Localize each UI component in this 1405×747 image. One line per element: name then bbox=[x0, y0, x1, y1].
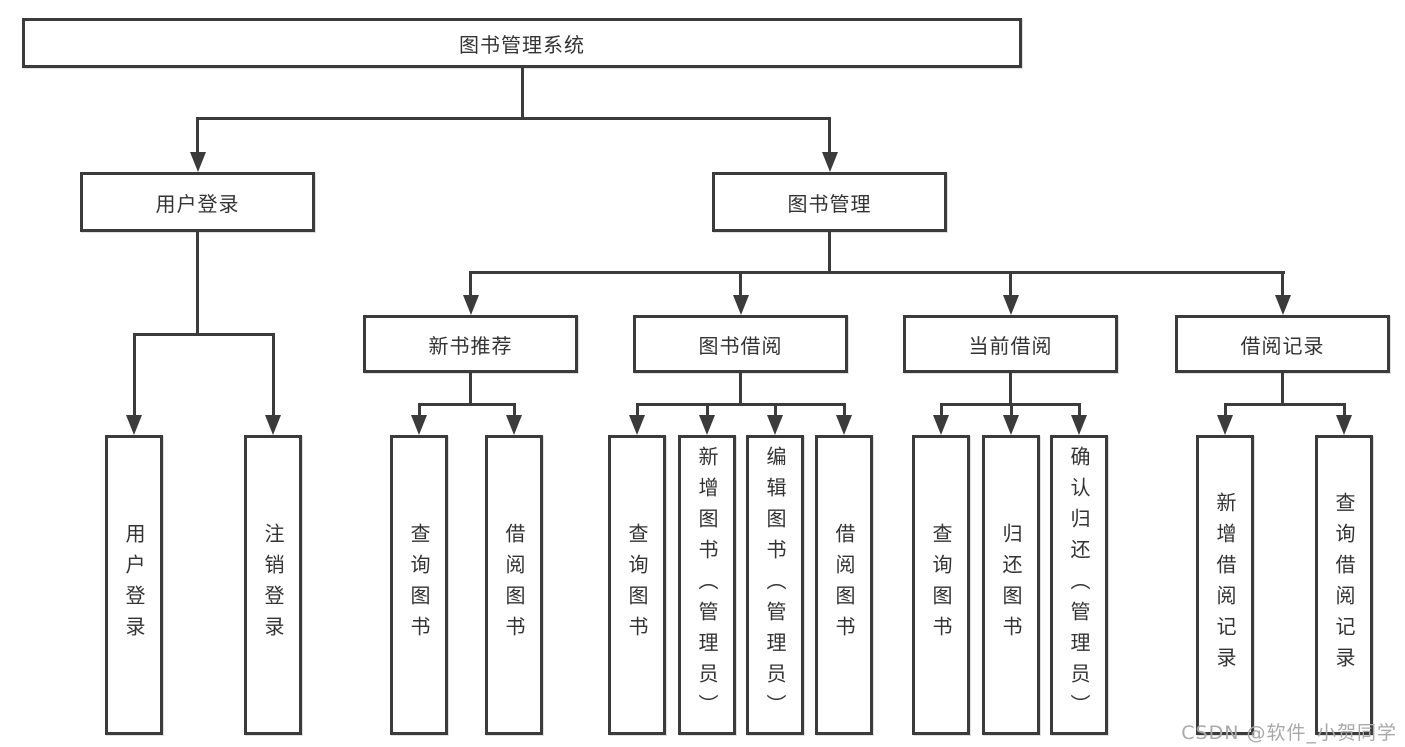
leaf-return-books: 归还图书 bbox=[982, 435, 1040, 735]
leaf-rec-borrow-books: 借阅图书 bbox=[485, 435, 543, 735]
leaf-rec-borrow-books-label: 借阅图书 bbox=[502, 523, 526, 647]
arrow-g1-leaf-2 bbox=[506, 415, 522, 435]
arrow-g2-leaf-3 bbox=[767, 415, 783, 435]
leaf-rec-query-books: 查询图书 bbox=[390, 435, 448, 735]
arrow-g3-leaf-1 bbox=[933, 415, 949, 435]
node-book-mgmt-label: 图书管理 bbox=[787, 191, 872, 216]
arrow-g4-leaf-1 bbox=[1217, 415, 1233, 435]
leaf-user-login: 用户登录 bbox=[105, 435, 163, 735]
connector-root-stem bbox=[520, 68, 524, 119]
connector-book-mgmt-drop bbox=[828, 117, 831, 155]
arrow-to-current-borrow bbox=[1002, 295, 1019, 315]
connector-g4-drop-2 bbox=[1342, 403, 1346, 417]
leaf-logout-label: 注销登录 bbox=[261, 523, 285, 647]
arrow-g3-leaf-2 bbox=[1003, 415, 1019, 435]
connector-g3-drop-2 bbox=[1009, 403, 1013, 417]
connector-current-borrow-drop bbox=[1009, 271, 1012, 298]
connector-borrow-records-drop bbox=[1281, 271, 1284, 298]
leaf-query-borrow-record-label: 查询借阅记录 bbox=[1332, 492, 1356, 678]
connector-g2-drop-2 bbox=[705, 403, 709, 417]
connector-user-login-hline bbox=[132, 333, 275, 336]
leaf-rec-query-books-label: 查询图书 bbox=[407, 523, 431, 647]
node-new-book-rec: 新书推荐 bbox=[363, 315, 578, 373]
node-current-borrow: 当前借阅 bbox=[903, 315, 1118, 373]
leaf-add-borrow-record: 新增借阅记录 bbox=[1196, 435, 1254, 735]
arrow-g4-leaf-2 bbox=[1336, 415, 1352, 435]
leaf-borrow-query-books: 查询图书 bbox=[608, 435, 666, 735]
connector-level1-hline bbox=[196, 117, 831, 120]
connector-g1-hline bbox=[417, 403, 516, 406]
leaf-user-login-label: 用户登录 bbox=[122, 523, 146, 647]
node-root-library-system: 图书管理系统 bbox=[22, 18, 1022, 68]
connector-g2-drop-1 bbox=[635, 403, 639, 417]
leaf-query-borrow-record: 查询借阅记录 bbox=[1315, 435, 1373, 735]
connector-book-mgmt-stem bbox=[828, 232, 831, 274]
node-new-book-rec-label: 新书推荐 bbox=[428, 333, 513, 358]
node-book-borrow-label: 图书借阅 bbox=[698, 333, 783, 358]
leaf-edit-books-admin-label: 编辑图书（管理员） bbox=[763, 445, 787, 725]
connector-book-borrow-drop bbox=[739, 271, 742, 298]
node-borrow-records-label: 借阅记录 bbox=[1240, 333, 1325, 358]
leaf-borrow-query-books-label: 查询图书 bbox=[625, 523, 649, 647]
connector-g1-stem bbox=[469, 373, 472, 406]
leaf-current-query-books: 查询图书 bbox=[912, 435, 970, 735]
arrow-g2-leaf-4 bbox=[836, 415, 852, 435]
connector-g2-hline bbox=[635, 403, 846, 406]
connector-g4-drop-1 bbox=[1223, 403, 1227, 417]
leaf-borrow-books: 借阅图书 bbox=[815, 435, 873, 735]
arrow-to-new-book bbox=[462, 295, 479, 315]
leaf-current-query-books-label: 查询图书 bbox=[929, 523, 953, 647]
leaf-add-borrow-record-label: 新增借阅记录 bbox=[1213, 492, 1237, 678]
csdn-watermark: CSDN @软件_小贺同学 bbox=[1181, 722, 1397, 744]
connector-new-book-drop bbox=[469, 271, 472, 298]
node-user-login: 用户登录 bbox=[80, 172, 315, 232]
node-current-borrow-label: 当前借阅 bbox=[968, 333, 1053, 358]
node-book-borrow: 图书借阅 bbox=[633, 315, 848, 373]
arrow-g2-leaf-1 bbox=[629, 415, 645, 435]
connector-leaf-login-drop bbox=[132, 333, 136, 417]
arrow-to-borrow-records bbox=[1274, 295, 1291, 315]
node-root-label: 图书管理系统 bbox=[459, 32, 585, 57]
leaf-confirm-return-admin-label: 确认归还（管理员） bbox=[1067, 445, 1091, 725]
leaf-add-books-admin-label: 新增图书（管理员） bbox=[695, 445, 719, 725]
leaf-logout: 注销登录 bbox=[244, 435, 302, 735]
arrow-g2-leaf-2 bbox=[699, 415, 715, 435]
connector-user-login-stem bbox=[196, 232, 199, 336]
connector-level3-hline bbox=[469, 271, 1285, 274]
leaf-return-books-label: 归还图书 bbox=[999, 523, 1023, 647]
node-user-login-label: 用户登录 bbox=[155, 191, 240, 216]
leaf-confirm-return-admin: 确认归还（管理员） bbox=[1050, 435, 1108, 735]
connector-g1-drop-1 bbox=[417, 403, 421, 417]
arrow-to-leaf-logout bbox=[265, 415, 281, 435]
leaf-edit-books-admin: 编辑图书（管理员） bbox=[746, 435, 804, 735]
connector-g3-stem bbox=[1009, 373, 1012, 406]
arrow-g3-leaf-3 bbox=[1071, 415, 1087, 435]
connector-g3-drop-1 bbox=[939, 403, 943, 417]
connector-g2-drop-3 bbox=[773, 403, 777, 417]
leaf-add-books-admin: 新增图书（管理员） bbox=[678, 435, 736, 735]
node-borrow-records: 借阅记录 bbox=[1175, 315, 1390, 373]
connector-g2-stem bbox=[739, 373, 742, 406]
connector-g3-drop-3 bbox=[1077, 403, 1081, 417]
arrow-to-user-login bbox=[189, 152, 206, 172]
node-book-mgmt: 图书管理 bbox=[712, 172, 947, 232]
arrow-to-book-mgmt bbox=[821, 152, 838, 172]
connector-g2-drop-4 bbox=[842, 403, 846, 417]
arrow-g1-leaf-1 bbox=[411, 415, 427, 435]
leaf-borrow-books-label: 借阅图书 bbox=[832, 523, 856, 647]
connector-g4-stem bbox=[1281, 373, 1284, 406]
connector-g4-hline bbox=[1223, 403, 1346, 406]
connector-leaf-logout-drop bbox=[271, 333, 275, 417]
connector-user-login-drop bbox=[196, 117, 199, 155]
arrow-to-leaf-login bbox=[126, 415, 142, 435]
arrow-to-book-borrow bbox=[732, 295, 749, 315]
connector-g1-drop-2 bbox=[512, 403, 516, 417]
